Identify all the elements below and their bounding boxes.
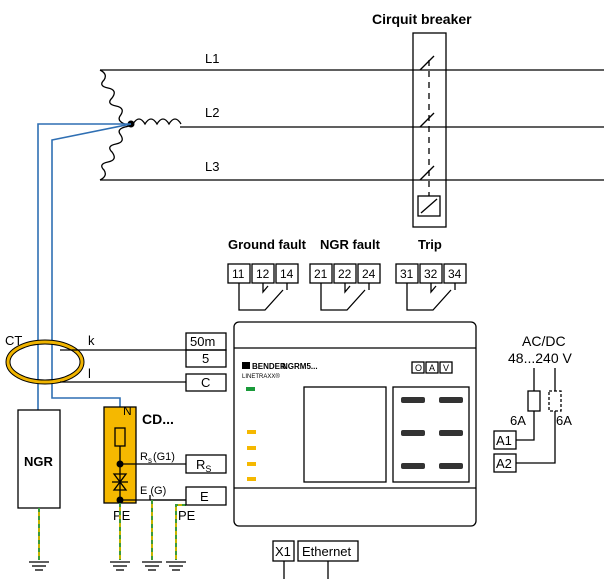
label-l3: L3: [205, 159, 219, 174]
wire-ngr-blue: [37, 123, 131, 410]
bender-logo-icon: [242, 362, 250, 369]
svg-text:50m: 50m: [190, 334, 215, 349]
fuse-1-label: 6A: [510, 413, 526, 428]
key-2: [439, 397, 463, 403]
svg-text:5: 5: [202, 351, 209, 366]
ct-k-label: k: [88, 333, 95, 348]
svg-text:A2: A2: [496, 456, 512, 471]
relay-ground-fault-label: Ground fault: [228, 237, 307, 252]
svg-text:V: V: [443, 363, 449, 373]
ngrm-device: BENDER NGRM5... LINETRAXX® O A V: [233, 321, 477, 527]
led-green: [246, 387, 255, 391]
led-yellow-1: [247, 430, 256, 434]
cd-rs-label: Rs(G1): [140, 451, 175, 465]
key-4: [439, 430, 463, 436]
device-btn-a: [425, 361, 439, 374]
cd-pe-label: PE: [113, 508, 131, 523]
key-3: [401, 430, 425, 436]
cd-eg-label: E (G): [140, 485, 166, 497]
terminal-a2: [493, 453, 517, 473]
terminal-a1: [493, 430, 517, 450]
ngr-label: NGR: [24, 454, 54, 469]
ct-label: CT: [5, 333, 22, 348]
svg-text:11: 11: [232, 267, 245, 281]
wye-transformer: [99, 69, 182, 181]
breaker-box: [412, 32, 447, 228]
wire-cd-blue: [51, 123, 132, 420]
led-yellow-2: [247, 446, 256, 450]
supply-type: AC/DC: [522, 333, 566, 349]
ct-l-label: l: [88, 366, 91, 381]
svg-text:E: E: [200, 489, 209, 504]
left-terminals: 50m 5 C RS E PE: [178, 332, 227, 523]
svg-text:32: 32: [424, 267, 438, 281]
device-keypad: [392, 386, 470, 483]
svg-text:12: 12: [256, 267, 270, 281]
key-6: [439, 463, 463, 469]
cd-surge-icon: [112, 473, 128, 491]
svg-text:31: 31: [400, 267, 414, 281]
breaker-title: Cirquit breaker: [372, 11, 472, 27]
key-1: [401, 397, 425, 403]
relay-ngr-fault: 21 22 24: [309, 263, 381, 311]
label-l1: L1: [205, 51, 219, 66]
device-display: [303, 386, 387, 483]
svg-text:21: 21: [314, 267, 328, 281]
device-subbrand: LINETRAXX®: [242, 373, 280, 380]
device-btn-o: [411, 361, 425, 374]
svg-text:Ethernet: Ethernet: [302, 544, 352, 559]
svg-text:X1: X1: [275, 544, 291, 559]
device-pe-label: PE: [178, 508, 196, 523]
svg-text:A1: A1: [496, 433, 512, 448]
terminal-e: [185, 486, 227, 506]
relay-trip-label: Trip: [418, 237, 442, 252]
svg-text:O: O: [415, 363, 422, 373]
terminal-rs-text: RS: [196, 457, 211, 474]
led-yellow-3: [247, 462, 256, 466]
fuse-1: [527, 390, 541, 412]
terminal-5: [185, 349, 227, 368]
device-model: NGRM5...: [282, 362, 318, 371]
fuse-2: [548, 390, 562, 412]
relay-trip: 31 32 34: [395, 263, 467, 311]
relay-ngr-fault-label: NGR fault: [320, 237, 381, 252]
fuse-2-label: 6A: [556, 413, 572, 428]
terminal-c: [185, 373, 227, 392]
label-l2: L2: [205, 105, 219, 120]
cd-ground-icons: [110, 561, 186, 571]
led-yellow-4: [247, 477, 256, 481]
relay-ground-fault: 11 12 14: [227, 263, 299, 311]
key-5: [401, 463, 425, 469]
svg-text:C: C: [201, 375, 210, 390]
cd-label: CD...: [142, 411, 174, 427]
terminal-rs: [185, 454, 227, 474]
ngr-ground-icon: [29, 561, 49, 571]
ct-ring: [6, 340, 84, 384]
svg-text:14: 14: [280, 267, 294, 281]
cd-n-label: N: [123, 404, 132, 418]
svg-text:22: 22: [338, 267, 352, 281]
breaker-contacts: [417, 55, 441, 217]
device-brand: BENDER: [252, 362, 286, 371]
svg-text:24: 24: [362, 267, 376, 281]
supply-voltage: 48...240 V: [508, 350, 572, 366]
svg-text:A: A: [429, 363, 435, 373]
svg-text:34: 34: [448, 267, 462, 281]
device-btn-v: [439, 361, 453, 374]
